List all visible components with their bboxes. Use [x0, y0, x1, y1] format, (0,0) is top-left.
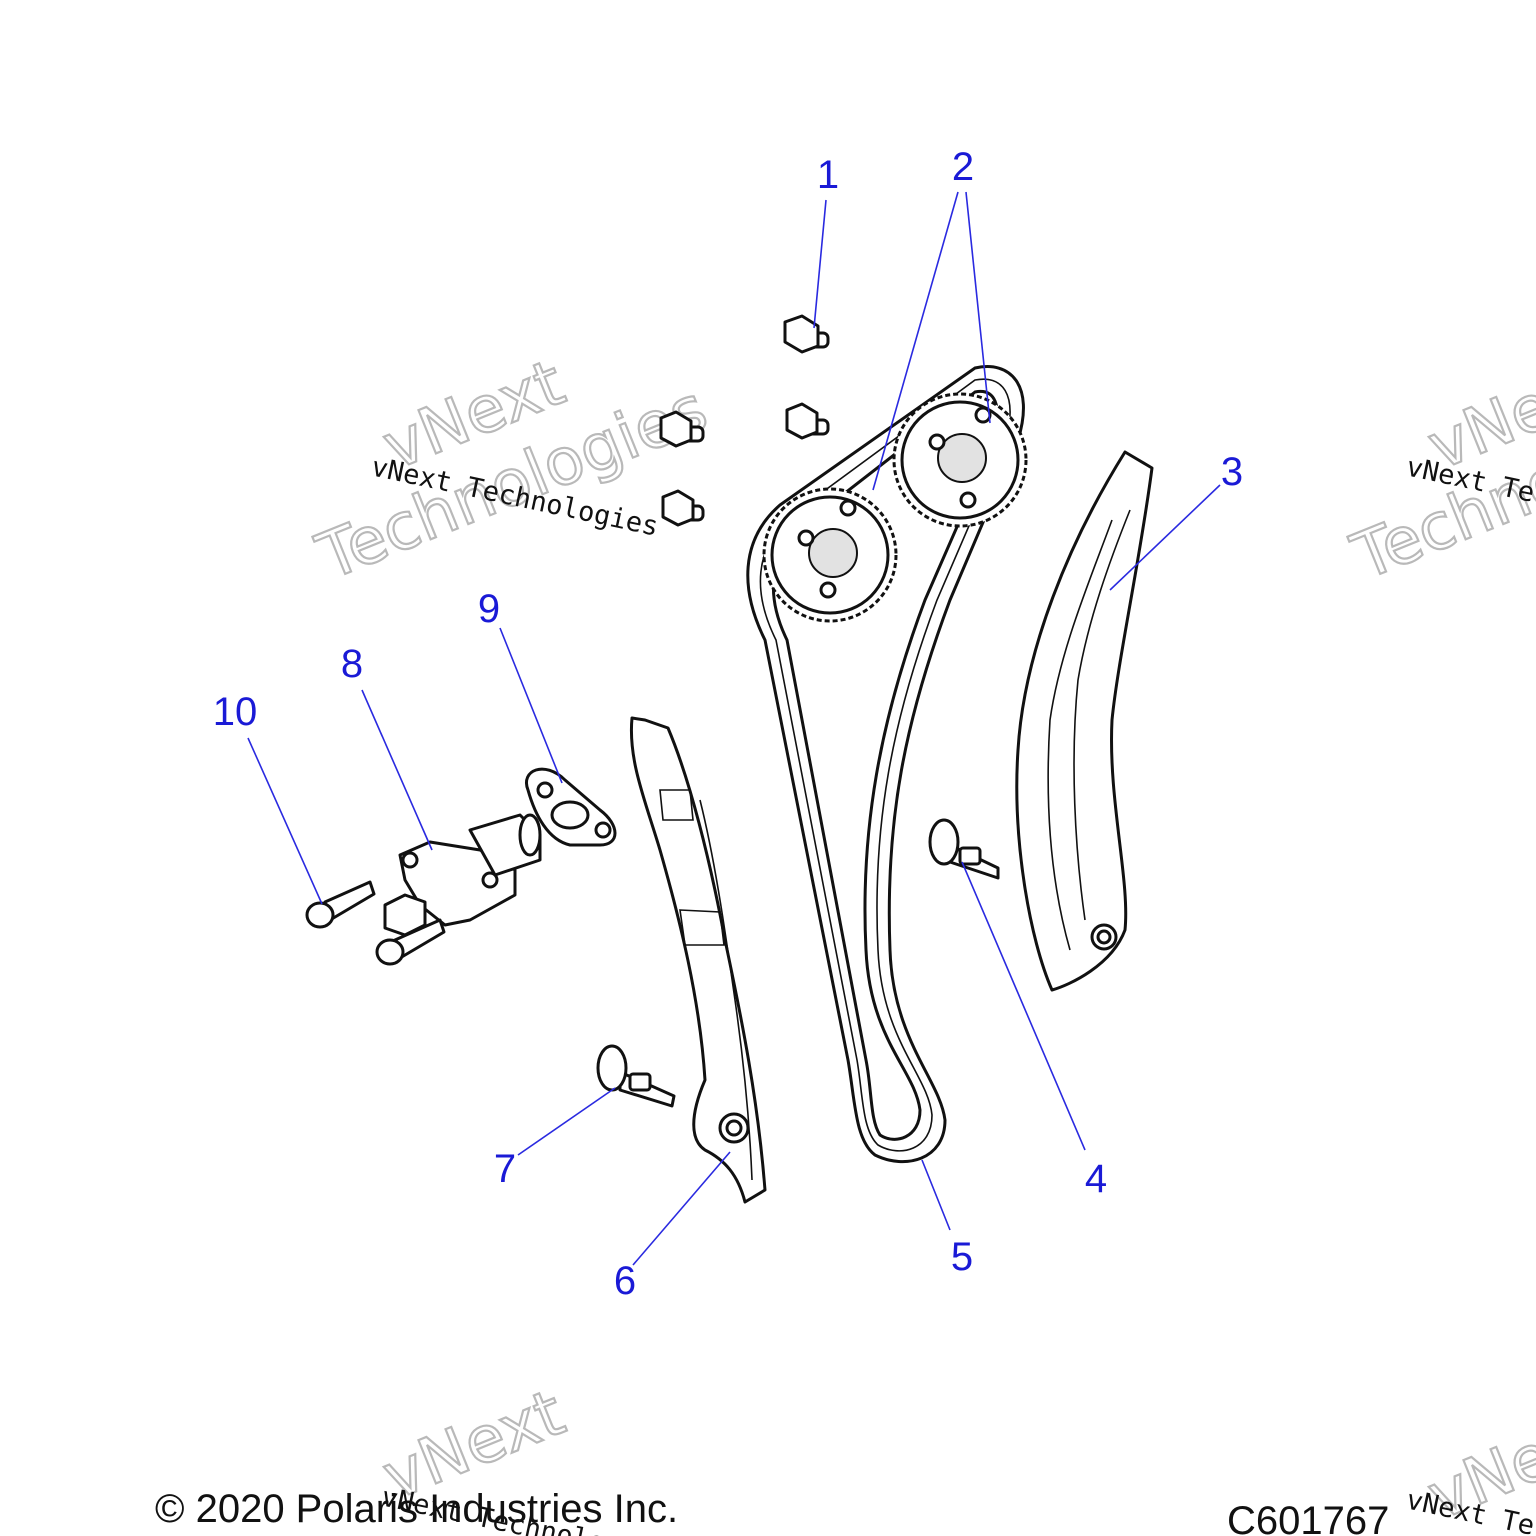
pivot-bolt-guide [928, 818, 1000, 880]
drawing-number: C601767 [1227, 1499, 1389, 1536]
bolt-b [785, 402, 830, 440]
callout-4[interactable]: 4 [1085, 1157, 1107, 1201]
cam-sprockets [762, 392, 1028, 623]
leader-8 [361, 689, 433, 851]
copyright-notice: © 2020 Polaris Industries Inc. [155, 1487, 678, 1531]
leader-6 [632, 1151, 731, 1266]
chain-guide-fixed [1015, 450, 1154, 992]
callout-10[interactable]: 10 [213, 690, 258, 734]
cam-sprocket-intake [892, 392, 1028, 528]
callouts: 1 2 3 4 5 6 7 8 9 10 [213, 145, 1243, 1303]
tensioner-blade [629, 716, 767, 1204]
leader-1 [813, 199, 827, 329]
bolt-c [659, 410, 705, 448]
leader-3 [1109, 484, 1221, 591]
callout-5[interactable]: 5 [951, 1235, 973, 1279]
callout-7[interactable]: 7 [494, 1147, 516, 1191]
leader-10 [247, 737, 323, 905]
leader-9 [499, 627, 563, 784]
footer: © 2020 Polaris Industries Inc. C601767 [155, 1487, 1389, 1536]
callout-8[interactable]: 8 [341, 642, 363, 686]
tensioner-bolt-a [305, 880, 376, 929]
bolt-d [661, 489, 705, 527]
tensioner-gasket [525, 767, 617, 847]
callout-9[interactable]: 9 [478, 587, 500, 631]
leader-lines [247, 191, 1221, 1266]
chain-tensioner [383, 813, 542, 937]
bolt-a [783, 314, 830, 354]
callout-2[interactable]: 2 [952, 145, 974, 189]
callout-1[interactable]: 1 [817, 153, 839, 197]
tensioner-bolt-b [375, 918, 446, 966]
tensioner-bolts [305, 880, 446, 966]
leader-7 [517, 1087, 616, 1156]
callout-3[interactable]: 3 [1221, 450, 1243, 494]
leader-5 [921, 1159, 951, 1231]
cam-sprocket-exhaust [762, 487, 898, 623]
pivot-bolt-tensioner [596, 1044, 676, 1108]
callout-6[interactable]: 6 [614, 1259, 636, 1303]
leader-4 [961, 861, 1086, 1151]
leader-2b [965, 191, 991, 424]
sprocket-bolts [659, 314, 830, 527]
leader-2a [872, 191, 959, 491]
